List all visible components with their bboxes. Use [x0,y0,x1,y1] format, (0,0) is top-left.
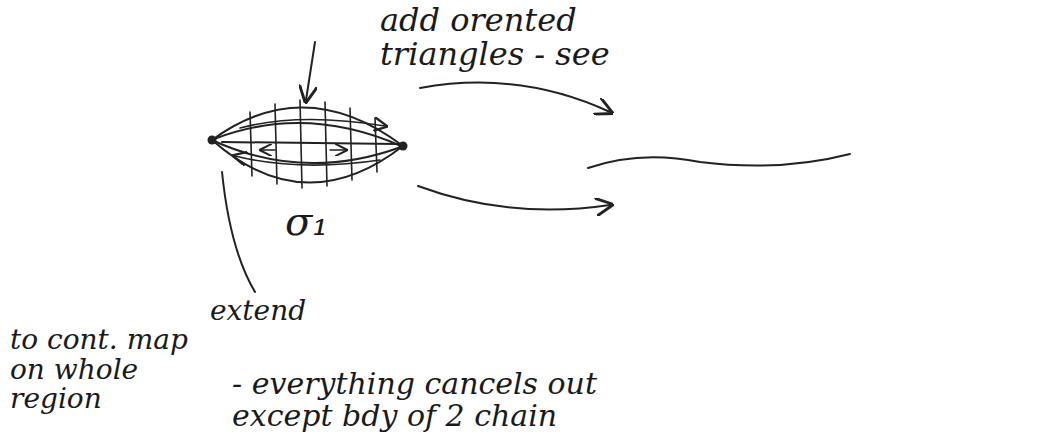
map-arrow [420,83,610,112]
annotation-note: - everything cancels out except bdy of 2… [232,368,672,431]
vertex-dot [208,136,217,145]
orientation-arrow [240,119,385,128]
inner-curve [214,123,401,146]
map-arrow [418,186,610,210]
annotation-note: add orented triangles - see [380,4,670,71]
vertex-dot [399,142,408,151]
mid-line [222,142,398,144]
inner-curve [214,141,401,163]
orientation-arrow [330,149,345,150]
lens-region [212,107,403,182]
orientation-arrow [262,149,275,150]
wavy-line [588,154,850,168]
simplex-label: σ₁ [285,200,365,242]
annotation-note: extend to cont. map on whole region [10,296,225,414]
leader-line [222,172,255,292]
leader-arrow [306,42,315,100]
grid-lines [250,100,377,188]
orientation-arrow [235,156,380,165]
